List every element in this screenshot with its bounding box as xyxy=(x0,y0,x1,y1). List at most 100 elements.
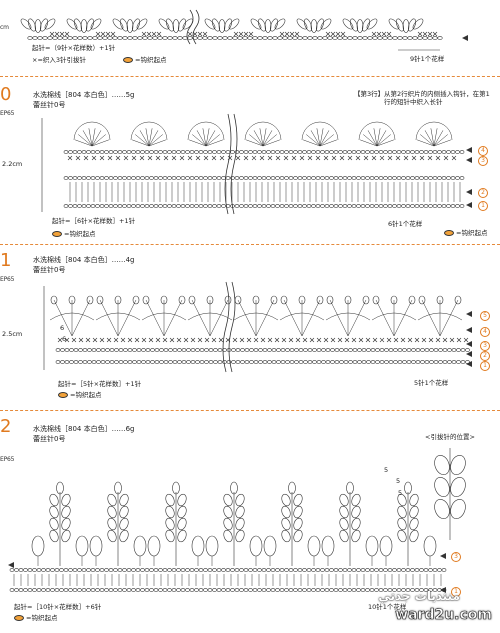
sec2-chain-stitch xyxy=(167,204,172,208)
sec2-sc-stitch xyxy=(131,155,137,161)
sec1-sc-stitch xyxy=(100,31,106,37)
sec3-picot-stitch xyxy=(142,295,150,305)
sec3-sc-stitch xyxy=(260,337,266,343)
sec2-chain-stitch xyxy=(243,150,249,154)
sec4-leaf-stitch xyxy=(107,529,117,543)
sec4-chain-stitch xyxy=(338,568,343,572)
sec1-leaf-stitch xyxy=(178,18,186,32)
sec2-chain-stitch xyxy=(185,150,190,154)
sec3-sc-stitch xyxy=(232,337,238,343)
sec3-sc-stitch xyxy=(351,337,357,343)
sec4-chain-stitch xyxy=(23,568,28,572)
sec2-sc-stitch xyxy=(75,155,81,161)
sec3-sc-stitch xyxy=(358,337,364,343)
sec1-leaf-stitch xyxy=(120,18,128,32)
sec4-chain-stitch xyxy=(144,588,150,592)
sec4-chain-stitch xyxy=(203,568,208,572)
sec1-leaf-stitch xyxy=(80,19,88,33)
sec2-chain-stitch xyxy=(410,176,415,180)
sec3-sc-stitch xyxy=(456,337,462,343)
sec2-sc-stitch xyxy=(243,155,249,161)
sec4-chain-stitch xyxy=(360,568,366,572)
sec2-fan-stitch xyxy=(424,130,435,147)
sec2-sc-stitch xyxy=(363,155,369,161)
sec2-chain-stitch xyxy=(171,204,177,208)
sec3-picot-stitch xyxy=(316,295,324,305)
sec3-picot-stitch xyxy=(114,295,122,305)
sec2-chain-stitch xyxy=(243,204,249,208)
sec4-chain-stitch xyxy=(302,568,307,572)
sec2-chain-stitch xyxy=(95,150,100,154)
sec4-chain-stitch xyxy=(27,588,33,592)
sec2-chain-stitch xyxy=(153,176,159,180)
sec1-chain-stitch xyxy=(87,36,93,40)
sec2-chain-stitch xyxy=(63,176,69,180)
sec3-chain-stitch xyxy=(420,360,425,364)
sec2-chain-stitch xyxy=(423,150,429,154)
sec4-chain-stitch xyxy=(99,568,105,572)
sec2-sc-stitch xyxy=(435,155,441,161)
sec4-chain-stitch xyxy=(99,588,105,592)
sec2-fan-stitch xyxy=(303,139,321,147)
sec4-leaf-stitch xyxy=(235,517,245,531)
sec2-chain-stitch xyxy=(230,176,235,180)
sec3-chain-stitch xyxy=(118,360,124,364)
sec2-chain-stitch xyxy=(338,176,343,180)
sec3-mark-6a: 6 xyxy=(60,324,65,332)
sec3-row-arrow xyxy=(466,351,472,357)
sec2-sc-stitch xyxy=(451,155,457,161)
sec4-chain-stitch xyxy=(95,568,100,572)
sec2-chain-stitch xyxy=(86,204,91,208)
sec2-chain-stitch xyxy=(288,176,294,180)
start-dot-icon xyxy=(444,230,454,236)
sec2-chain-stitch xyxy=(419,176,424,180)
sec2-chain-stitch xyxy=(149,150,154,154)
sec3-picot-stitch xyxy=(252,295,260,305)
sec2-chain-stitch xyxy=(144,176,150,180)
sec2-fan-arc xyxy=(301,121,339,141)
sec2-sc-stitch xyxy=(323,155,329,161)
sec4-chain-stitch xyxy=(131,588,136,592)
sec1-chain-stitch xyxy=(317,36,323,40)
sec3-sc-stitch xyxy=(449,337,455,343)
sec2-fan-arc xyxy=(415,121,453,141)
sec1-leaf-stitch xyxy=(44,18,56,30)
sec4-chain-stitch xyxy=(135,588,141,592)
sec4-chain-stitch xyxy=(230,588,235,592)
sec4-chain-stitch xyxy=(45,588,51,592)
sec1-leaf-stitch xyxy=(28,18,36,32)
sec2-chain-stitch xyxy=(176,176,181,180)
sec3-chain-stitch xyxy=(339,348,344,352)
sec4-chain-stitch xyxy=(414,568,420,572)
sec4-chain-stitch xyxy=(392,588,397,592)
sec4-chain-stitch xyxy=(387,588,393,592)
sec1-chain-stitch xyxy=(212,36,218,40)
sec4-chain-stitch xyxy=(396,588,402,592)
sec3-chain-stitch xyxy=(294,360,299,364)
sec2-chain-stitch xyxy=(72,176,78,180)
sec3-picot-stitch xyxy=(188,295,196,305)
sec1-chain-stitch xyxy=(117,36,123,40)
sec4-chain-stitch xyxy=(68,568,73,572)
sec2-chain-stitch xyxy=(302,176,307,180)
sec4-chain-stitch xyxy=(342,568,348,572)
sec3-chain-stitch xyxy=(114,360,119,364)
sec2-chain-stitch xyxy=(329,176,334,180)
sec4-chain-stitch xyxy=(9,568,15,572)
sec2-sc-stitch xyxy=(403,155,409,161)
sec4-chain-stitch xyxy=(140,588,145,592)
sec2-chain-stitch xyxy=(365,176,370,180)
sec2-fan-stitch xyxy=(189,139,207,147)
sec2-chain-stitch xyxy=(315,150,321,154)
sec1-chain-stitch xyxy=(127,36,133,40)
sec2-fan-stitch xyxy=(420,134,435,147)
sec3-sc-stitch xyxy=(400,337,406,343)
sec4-chain-stitch xyxy=(257,568,262,572)
sec4-start-note: =钩织起点 xyxy=(14,614,57,623)
sec1-chain-stitch xyxy=(97,36,103,40)
sec3-chain-stitch xyxy=(465,348,470,352)
sec2-chain-stitch xyxy=(171,150,177,154)
sec4-leaf-stitch xyxy=(49,505,59,519)
sec2-fan-stitch xyxy=(148,139,166,147)
sec4-chain-stitch xyxy=(432,568,438,572)
